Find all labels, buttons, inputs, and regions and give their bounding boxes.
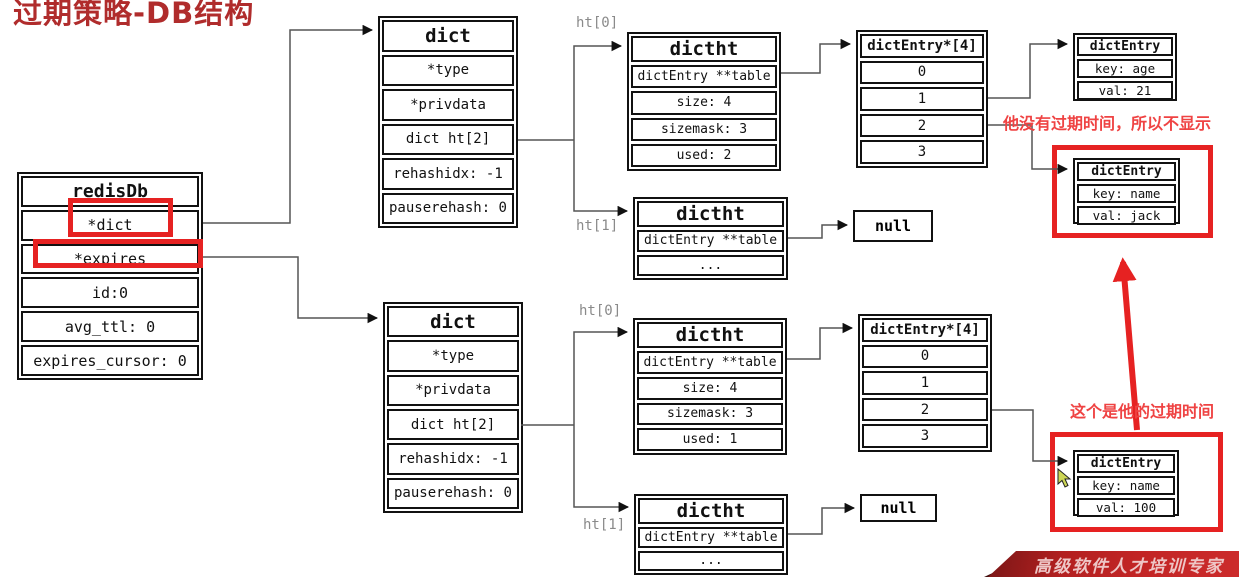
brand-banner: 高级软件人才培训专家 (988, 551, 1239, 577)
dictht-bottom-ht1-header: dictht (638, 498, 784, 524)
entry-jack-val: val: jack (1077, 206, 1176, 225)
dictht-top-ht0-row-used: used: 2 (631, 143, 777, 167)
entry-array-top-slot-2: 2 (860, 113, 984, 138)
dictht-top-ht0-row-sizemask: sizemask: 3 (631, 117, 777, 141)
dictht-bottom-ht0-row-table: dictEntry **table (637, 351, 783, 374)
redisdb-header: redisDb (21, 176, 199, 207)
dictht-bottom-ht1-row-table: dictEntry **table (638, 527, 784, 548)
dictht-bottom-ht0-row-used: used: 1 (637, 428, 783, 451)
entry-100-header: dictEntry (1077, 454, 1175, 473)
page-title: 过期策略-DB结构 (13, 0, 255, 30)
entry-array-top-table: dictEntry*[4] 0 1 2 3 (856, 30, 988, 168)
dictht-top-ht0-header: dictht (631, 36, 777, 62)
dictht-top-ht1-row-table: dictEntry **table (637, 230, 784, 252)
dictht-bottom-ht1-table: dictht dictEntry **table ... (634, 494, 788, 575)
ht0-bottom-label: ht[0] (579, 303, 622, 319)
dictht-top-ht0-row-table: dictEntry **table (631, 65, 777, 89)
ht1-bottom-label: ht[1] (583, 517, 626, 533)
dict-bottom-header: dict (387, 306, 519, 338)
entry-array-bottom-slot-0: 0 (862, 344, 988, 369)
null-top-box: null (853, 210, 933, 242)
entry-array-top-slot-3: 3 (860, 140, 984, 164)
entry-age-header: dictEntry (1077, 37, 1173, 56)
entry-array-bottom-table: dictEntry*[4] 0 1 2 3 (858, 314, 992, 452)
dict-bottom-row-privdata: *privdata (387, 374, 519, 406)
dict-bottom-table: dict *type *privdata dict ht[2] rehashid… (383, 302, 523, 513)
dict-top-row-type: *type (382, 54, 514, 86)
dictht-top-ht0-row-size: size: 4 (631, 91, 777, 115)
redisdb-row-expires: *expires (21, 243, 199, 275)
dictht-bottom-ht0-row-sizemask: sizemask: 3 (637, 402, 783, 426)
entry-array-top-slot-1: 1 (860, 87, 984, 111)
dictht-bottom-ht0-table: dictht dictEntry **table size: 4 sizemas… (633, 318, 787, 455)
dict-top-row-pauserehash: pauserehash: 0 (382, 192, 514, 224)
dictht-bottom-ht0-row-size: size: 4 (637, 376, 783, 400)
annotation-expire-time: 这个是他的过期时间 (1070, 402, 1215, 421)
entry-array-top-header: dictEntry*[4] (860, 34, 984, 58)
redisdb-row-id: id:0 (21, 277, 199, 309)
entry-age-table: dictEntry key: age val: 21 (1073, 33, 1177, 101)
dictht-bottom-ht1-row-ellipsis: ... (638, 550, 784, 571)
redisdb-row-dict: *dict (21, 209, 199, 241)
entry-array-bottom-slot-1: 1 (862, 371, 988, 395)
mouse-pointer-icon (1057, 468, 1072, 488)
dictht-top-ht1-row-ellipsis: ... (637, 254, 784, 276)
entry-100-key: key: name (1077, 476, 1175, 495)
null-bottom-box: null (860, 494, 937, 522)
redisdb-table: redisDb *dict *expires id:0 avg_ttl: 0 e… (17, 172, 203, 380)
dict-bottom-row-rehashidx: rehashidx: -1 (387, 443, 519, 475)
dict-top-header: dict (382, 20, 514, 52)
entry-array-bottom-slot-3: 3 (862, 424, 988, 448)
dictht-top-ht1-header: dictht (637, 201, 784, 227)
dict-top-row-rehashidx: rehashidx: -1 (382, 158, 514, 190)
redisdb-row-expirescursor: expires_cursor: 0 (21, 345, 199, 376)
entry-jack-header: dictEntry (1077, 162, 1176, 181)
dict-top-table: dict *type *privdata dict ht[2] rehashid… (378, 16, 518, 228)
entry-array-bottom-header: dictEntry*[4] (862, 318, 988, 342)
ht0-top-label: ht[0] (576, 15, 619, 31)
dict-bottom-row-type: *type (387, 340, 519, 372)
dict-top-row-privdata: *privdata (382, 89, 514, 121)
entry-jack-key: key: name (1077, 184, 1176, 203)
annotation-no-expire: 他没有过期时间，所以不显示 (1003, 114, 1212, 133)
brand-banner-text: 高级软件人才培训专家 (1034, 556, 1224, 577)
dictht-bottom-ht0-header: dictht (637, 322, 783, 348)
entry-jack-table: dictEntry key: name val: jack (1073, 158, 1180, 225)
redisdb-row-avgttl: avg_ttl: 0 (21, 311, 199, 343)
dictht-top-ht0-table: dictht dictEntry **table size: 4 sizemas… (627, 32, 781, 171)
dict-bottom-row-pauserehash: pauserehash: 0 (387, 477, 519, 509)
entry-array-top-slot-0: 0 (860, 60, 984, 85)
entry-100-val: val: 100 (1077, 498, 1175, 517)
dict-bottom-row-ht2: dict ht[2] (387, 408, 519, 441)
dict-top-row-ht2: dict ht[2] (382, 123, 514, 155)
dictht-top-ht1-table: dictht dictEntry **table ... (633, 197, 788, 280)
entry-age-key: key: age (1077, 59, 1173, 78)
entry-array-bottom-slot-2: 2 (862, 397, 988, 422)
entry-age-val: val: 21 (1077, 81, 1173, 100)
ht1-top-label: ht[1] (576, 218, 619, 234)
entry-100-table: dictEntry key: name val: 100 (1073, 450, 1179, 517)
